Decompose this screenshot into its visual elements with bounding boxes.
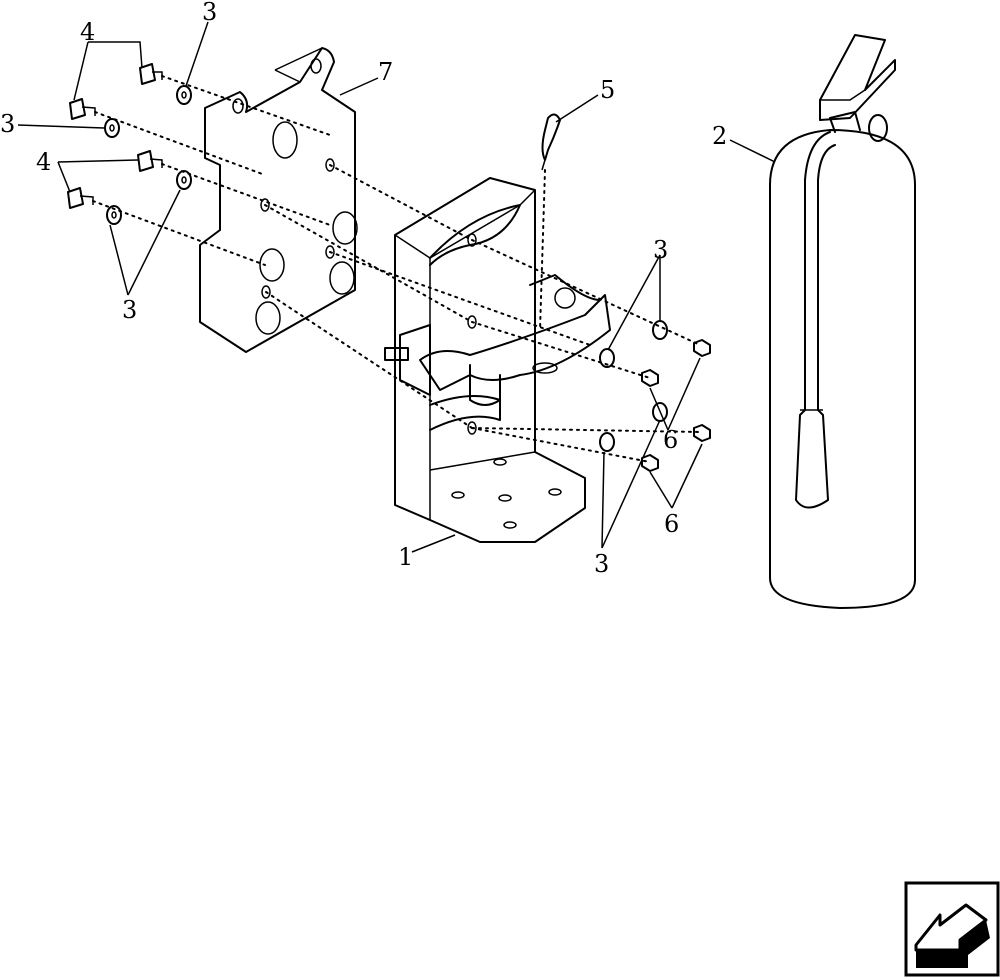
mounting-plate-part-7 — [199, 47, 358, 353]
callout-3: 3 — [202, 0, 217, 26]
retaining-pin-part-5 — [541, 113, 561, 171]
leader-lines — [17, 21, 776, 553]
callout-4: 4 — [80, 18, 95, 46]
fire-extinguisher-part-2 — [769, 34, 916, 609]
nuts-part-6 — [641, 339, 711, 472]
callout-3: 3 — [122, 296, 137, 324]
back-arrow-icon — [914, 903, 990, 968]
callout-1: 1 — [398, 543, 413, 571]
callout-6: 6 — [664, 510, 679, 538]
callout-3: 3 — [653, 236, 668, 264]
washers-part-3 — [104, 85, 668, 452]
callout-3: 3 — [0, 110, 15, 138]
callout-2: 2 — [712, 122, 727, 150]
callout-6: 6 — [663, 426, 678, 454]
callout-labels: 3 4 7 3 4 3 5 2 3 6 6 3 1 — [0, 0, 727, 578]
callout-7: 7 — [378, 58, 393, 86]
assembly-lines — [92, 75, 701, 463]
back-navigation-button[interactable] — [904, 881, 1000, 977]
extinguisher-bracket-part-1 — [384, 177, 611, 543]
callout-4: 4 — [36, 148, 51, 176]
bolts-part-4 — [67, 63, 163, 209]
callout-5: 5 — [600, 76, 615, 104]
callout-3: 3 — [594, 550, 609, 578]
